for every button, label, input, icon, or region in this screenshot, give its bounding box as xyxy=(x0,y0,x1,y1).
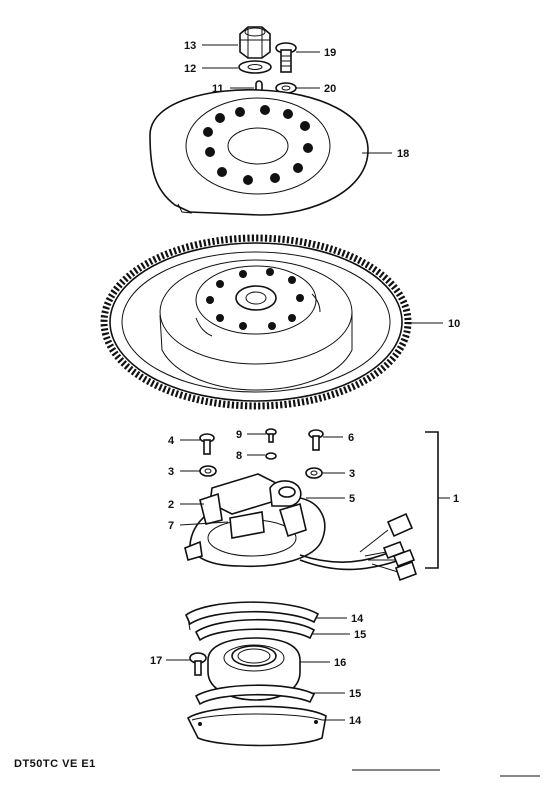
cap-bolt xyxy=(275,42,297,73)
callout-13: 13 xyxy=(184,40,196,52)
callout-3-right: 3 xyxy=(349,468,355,480)
flywheel-nut xyxy=(239,26,271,59)
callout-8: 8 xyxy=(236,450,242,462)
callout-2: 2 xyxy=(168,499,174,511)
upper-guide xyxy=(185,601,320,631)
screw-center xyxy=(265,428,277,443)
callout-19: 19 xyxy=(324,47,336,59)
callout-18: 18 xyxy=(397,148,409,160)
callout-15-lower: 15 xyxy=(349,688,361,700)
screw-left xyxy=(199,433,215,455)
cover-plate-holes xyxy=(203,105,313,185)
callout-7: 7 xyxy=(168,520,174,532)
assembly-bracket xyxy=(425,431,439,569)
callout-20: 20 xyxy=(324,83,336,95)
callout-3-left: 3 xyxy=(168,466,174,478)
lower-guide xyxy=(186,705,327,747)
upper-shim xyxy=(194,618,316,642)
model-code-caption: DT50TC VE E1 xyxy=(14,758,96,770)
nut-washer xyxy=(238,60,272,74)
washer-right xyxy=(305,467,323,479)
callout-14-upper: 14 xyxy=(351,613,364,625)
washer-left xyxy=(199,465,217,477)
lower-shim xyxy=(194,684,316,706)
center-washer xyxy=(265,452,277,460)
flywheel-holes xyxy=(206,268,304,330)
callout-17: 17 xyxy=(150,655,162,667)
stator-assembly xyxy=(184,473,418,582)
leader-lines xyxy=(166,44,450,721)
callout-12: 12 xyxy=(184,63,196,75)
callout-9: 9 xyxy=(236,429,242,441)
sleeve xyxy=(207,637,301,701)
callout-10: 10 xyxy=(448,318,460,330)
callout-11: 11 xyxy=(212,83,224,95)
callout-6: 6 xyxy=(348,432,354,444)
callout-4: 4 xyxy=(168,435,175,447)
screw-right xyxy=(308,429,324,451)
callout-15-upper: 15 xyxy=(354,629,366,641)
rotor-cover-plate xyxy=(149,88,369,216)
callout-16: 16 xyxy=(334,657,346,669)
footer-rules xyxy=(352,769,540,777)
guide-screw xyxy=(189,652,207,676)
flywheel-ring-gear xyxy=(100,234,412,410)
callout-14-lower: 14 xyxy=(349,715,362,727)
callout-5: 5 xyxy=(349,493,355,505)
callout-1: 1 xyxy=(453,493,459,505)
